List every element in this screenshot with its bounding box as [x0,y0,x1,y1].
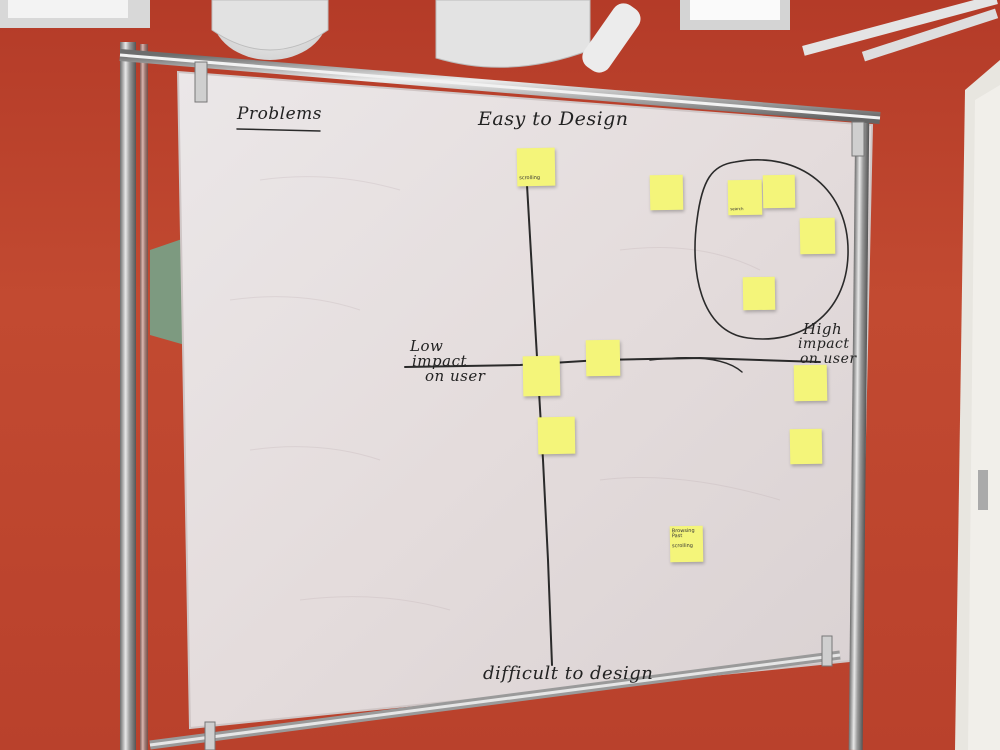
sticky-note [742,276,776,311]
sticky-note-browsing: Browsing Past scrolling [669,525,704,563]
sticky-note [585,339,621,377]
sticky-note-text: scrolling [519,174,541,182]
sticky-note [537,416,576,455]
left-axis-label-line2: impact [412,352,467,370]
sticky-note-line2: Past [671,533,683,540]
high-impact-circle [694,159,849,340]
right-axis-label-line2: impact [798,336,850,352]
board-frame [119,42,881,750]
horizontal-axis-curve [649,356,743,373]
sticky-note-search: search [727,179,763,216]
sticky-note-text: search [730,206,744,212]
sticky-note-scrolling: scrolling [516,147,556,187]
left-axis-label-line3: on user [425,367,486,385]
sticky-note [799,217,836,255]
ceiling-fixtures [0,0,999,73]
green-panel [150,238,185,345]
right-axis-label-line1: High [803,320,843,338]
right-axis-label-line3: on user [800,351,857,367]
sticky-note [762,174,796,209]
bottom-axis-label: difficult to design [483,663,654,684]
sticky-note [522,355,561,397]
top-axis-label: Easy to Design [478,108,629,130]
left-axis-label-line1: Low [410,337,444,355]
sticky-note-line3: scrolling [671,542,693,550]
sticky-note [793,364,828,402]
door-frame [955,60,1000,750]
board-heading: Problems [237,104,323,124]
sticky-note [789,428,823,465]
vertical-axis-line [526,184,553,666]
sticky-note [649,174,684,211]
heading-underline [236,128,321,132]
